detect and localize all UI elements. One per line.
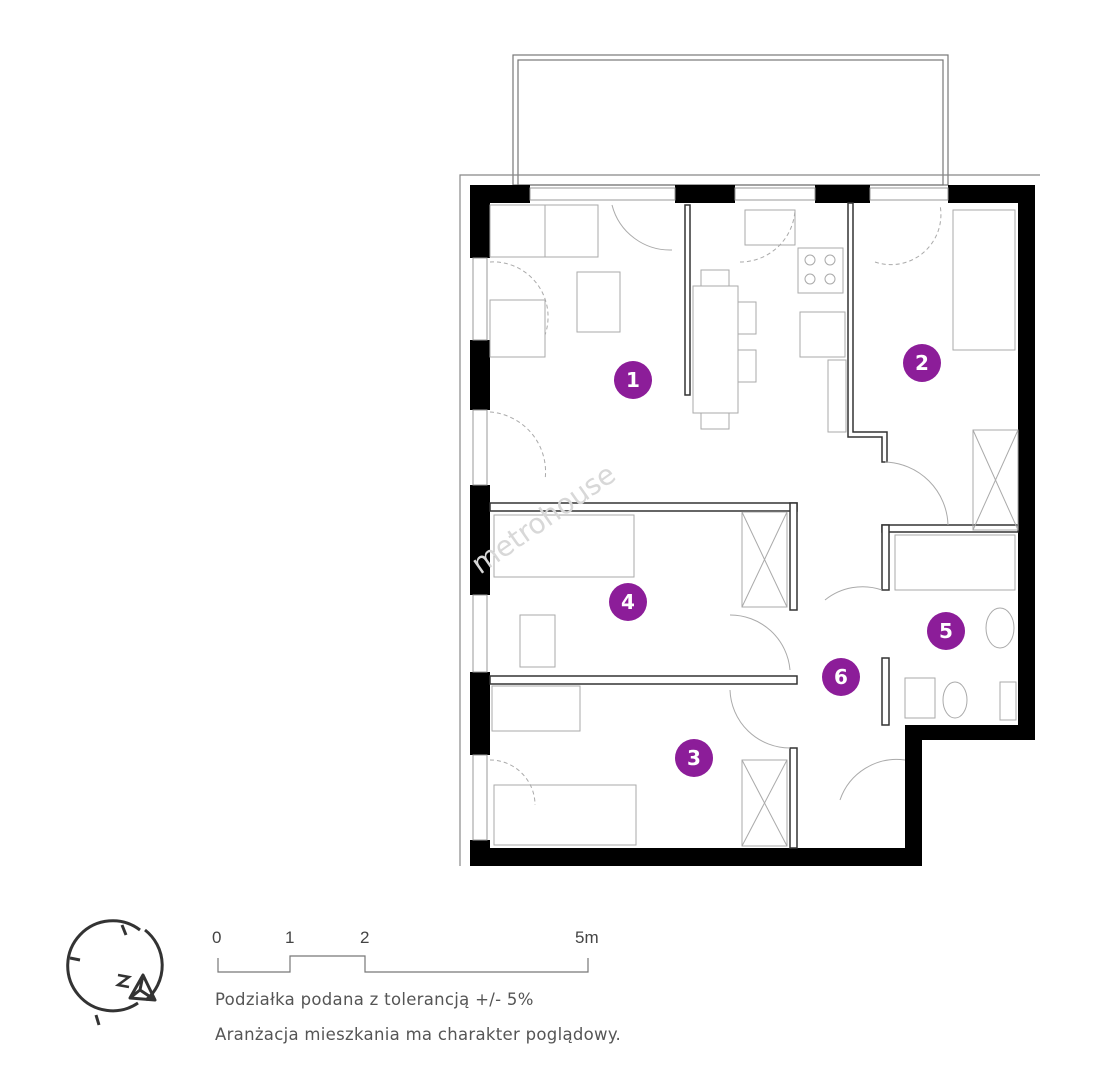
room-badge-4: 4 <box>609 583 647 621</box>
scale-label-1: 1 <box>285 928 294 947</box>
disclaimer-note: Aranżacja mieszkania ma charakter pogląd… <box>215 1025 622 1044</box>
room-number: 3 <box>687 746 701 770</box>
room-number: 6 <box>834 665 848 689</box>
tolerance-note: Podziałka podana z tolerancją +/- 5% <box>215 990 534 1009</box>
room-badge-1: 1 <box>614 361 652 399</box>
room-number: 4 <box>621 590 635 614</box>
room-badge-3: 3 <box>675 739 713 777</box>
room-badge-2: 2 <box>903 344 941 382</box>
scale-label-5m: 5m <box>575 928 599 947</box>
room-badge-5: 5 <box>927 612 965 650</box>
room-number: 1 <box>626 368 640 392</box>
exterior-walls <box>470 185 1035 866</box>
room-number: 5 <box>939 619 953 643</box>
room-badge-6: 6 <box>822 658 860 696</box>
interior-walls <box>489 202 1019 849</box>
balcony <box>512 54 949 186</box>
scale-label-2: 2 <box>360 928 369 947</box>
compass-icon <box>66 919 164 1026</box>
room-number: 2 <box>915 351 929 375</box>
furniture <box>489 204 1019 847</box>
windows <box>472 187 949 841</box>
scale-label-0: 0 <box>212 928 221 947</box>
scale-bar: 0 1 2 5m <box>212 928 599 973</box>
outer-line <box>459 174 1040 866</box>
